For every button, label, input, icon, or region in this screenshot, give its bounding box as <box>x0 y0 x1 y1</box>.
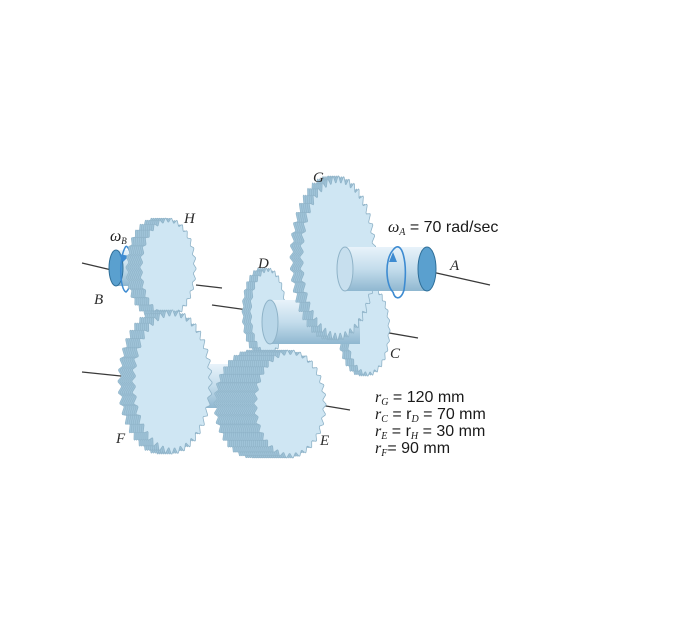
label-c: C <box>390 346 401 362</box>
radius-spec-line: rF= 90 mm <box>375 440 450 459</box>
label-d: D <box>257 256 269 272</box>
gear-h <box>125 217 197 319</box>
label-b: B <box>94 292 103 308</box>
label-h: H <box>183 211 196 227</box>
gear-e <box>213 349 327 459</box>
radius-spec-line: rG = 120 mm <box>375 389 465 408</box>
label-f: F <box>115 431 126 447</box>
label-e: E <box>319 433 329 449</box>
shaft-a <box>336 246 437 292</box>
omega-b-label: ωB <box>110 228 127 246</box>
rotation-arrow-a-icon <box>386 246 407 299</box>
gear-g <box>289 175 377 341</box>
label-g: G <box>313 170 324 186</box>
radius-spec-line: rE = rH = 30 mm <box>375 423 485 442</box>
gear-f <box>117 309 213 455</box>
omega-a-label: ωA = 70 rad/sec <box>388 219 498 238</box>
label-a: A <box>449 258 460 274</box>
radius-spec-line: rC = rD = 70 mm <box>375 406 486 425</box>
